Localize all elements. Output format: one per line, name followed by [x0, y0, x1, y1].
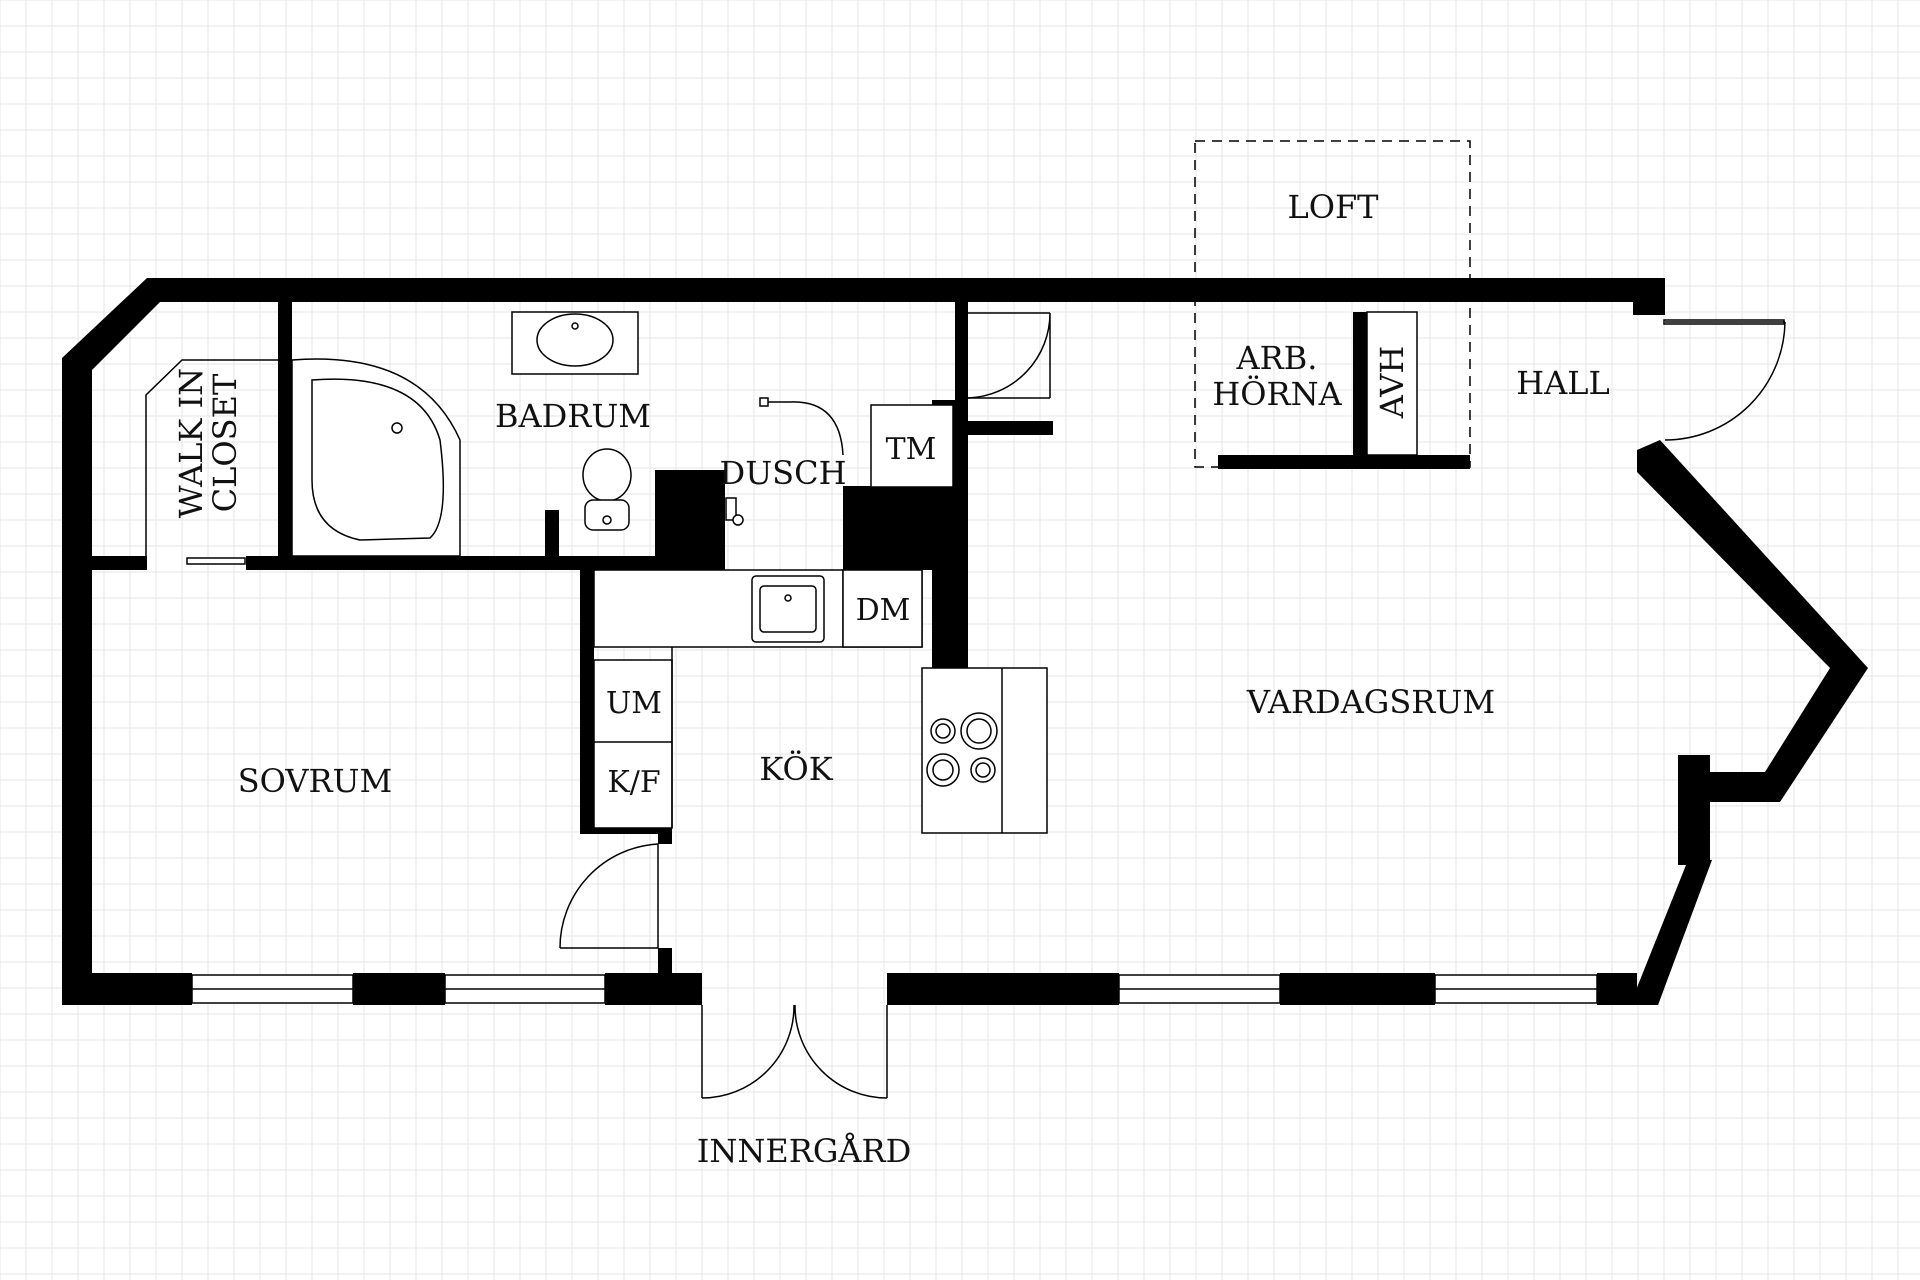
label-loft: LOFT [1287, 188, 1379, 226]
label-arb-line1: ARB. [1236, 339, 1318, 377]
label-badrum: BADRUM [495, 397, 651, 435]
label-vardagsrum: VARDAGSRUM [1246, 683, 1495, 721]
shower-head [725, 397, 844, 526]
wall-bath-east [955, 302, 968, 402]
bathroom-sink [511, 311, 639, 375]
tm-washer [870, 404, 954, 488]
exterior-wall-southeast [1630, 860, 1712, 1005]
label-kf: K/F [607, 765, 660, 800]
label-arb-line2: HÖRNA [1212, 375, 1342, 413]
wall-bath-east-stub [955, 421, 1053, 435]
label-innergard: INNERGÅRD [697, 1132, 912, 1170]
south-wall-seg-2 [353, 973, 445, 1005]
wall-kitchen-west [580, 556, 594, 831]
wall-bedroom-north-left [92, 556, 147, 570]
wall-office-south [1218, 455, 1470, 469]
wall-bath-stub [545, 510, 559, 560]
corner-bathtub [291, 358, 461, 557]
label-dm: DM [856, 593, 911, 628]
wall-office-divider [1353, 312, 1367, 462]
walk-in-closet-opening [145, 359, 278, 565]
label-hall: HALL [1516, 364, 1610, 402]
exterior-wall-west [62, 560, 92, 1005]
courtyard-double-door [701, 1004, 888, 1099]
label-sovrum: SOVRUM [238, 762, 393, 800]
bathroom-door [967, 312, 1051, 399]
stove [921, 667, 1048, 834]
label-avh: AVH [1373, 346, 1411, 420]
south-wall-seg-4 [887, 973, 1119, 1005]
label-dusch: DUSCH [720, 454, 847, 492]
south-wall-seg-1 [62, 973, 192, 1005]
label-walk-in-line2: CLOSET [206, 373, 244, 512]
avh-closet [1366, 311, 1418, 456]
wall-bedroom-north [246, 556, 694, 570]
label-kok: KÖK [759, 750, 833, 788]
toilet [582, 448, 632, 531]
wall-shower-block [655, 470, 725, 570]
hall-entrance-door [1663, 319, 1786, 441]
label-tm: TM [886, 432, 937, 467]
south-wall-seg-6 [1597, 973, 1637, 1005]
south-wall-seg-5 [1280, 973, 1435, 1005]
dm-dishwasher [842, 569, 923, 648]
kitchen-sink [751, 575, 825, 643]
label-walk-in-line1: WALK IN [172, 368, 210, 518]
exterior-wall-east-stub [1678, 755, 1710, 865]
label-um: UM [606, 686, 662, 721]
wall-kitchen-stub-south [658, 948, 672, 978]
bedroom-door [559, 843, 659, 949]
wall-closet-bath [278, 302, 292, 570]
south-wall-seg-3 [605, 973, 702, 1005]
south-windows [191, 974, 1598, 1004]
kitchen-counter-west [593, 659, 673, 829]
